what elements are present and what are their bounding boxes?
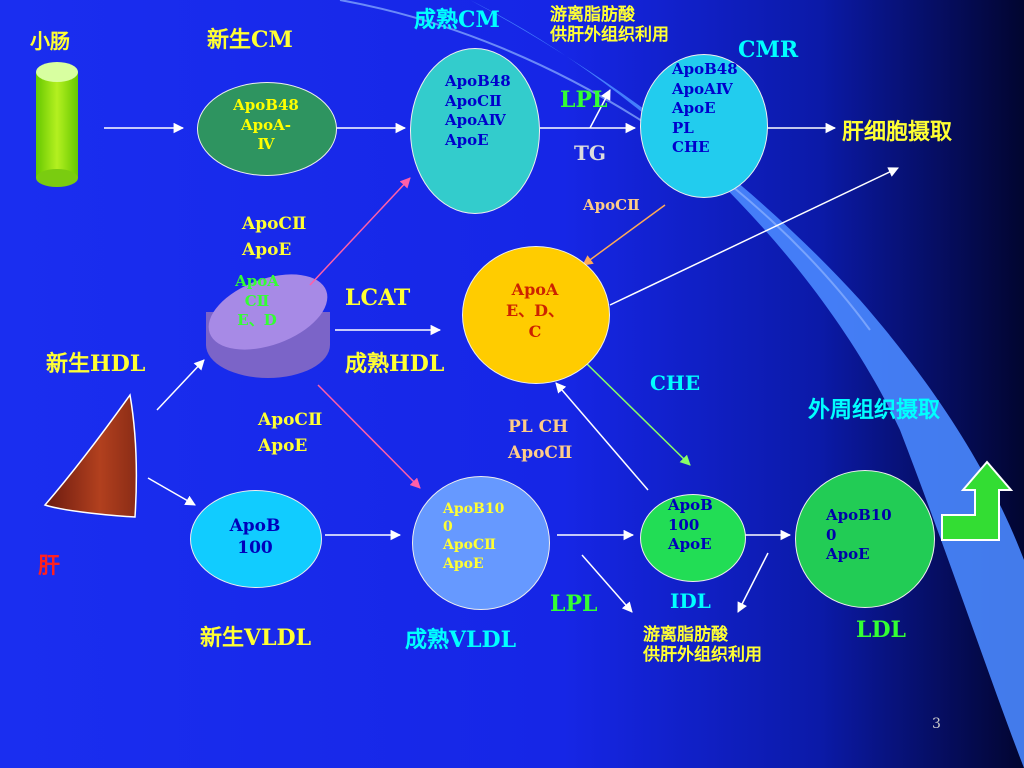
nascent-vldl-label: 新生VLDL	[200, 625, 312, 651]
nascent-vldl-node	[190, 490, 322, 588]
ffa-bottom-label: 游离脂肪酸 供肝外组织利用	[643, 625, 762, 665]
idl-node	[640, 494, 746, 582]
nascent-cm-label: 新生CM	[207, 27, 293, 53]
ffa-top-label: 游离脂肪酸 供肝外组织利用	[550, 5, 669, 45]
liver-label: 肝	[38, 553, 61, 579]
lpl-bottom-label: LPL	[550, 591, 598, 617]
nascent-cm-apolipoproteins: ApoB48 ApoA- Ⅳ	[233, 96, 299, 153]
ldl-label: LDL	[856, 617, 907, 643]
small-intestine-icon	[36, 62, 78, 187]
mature-vldl-apolipoproteins: ApoB10 0 ApoCⅡ ApoE	[443, 501, 505, 572]
mature-cm-apolipoproteins: ApoB48 ApoCⅡ ApoAⅣ ApoE	[445, 72, 511, 149]
ldl-apolipoproteins: ApoB10 0 ApoE	[826, 506, 892, 563]
cmr-label: CMR	[738, 37, 799, 63]
mature-cm-node	[410, 48, 540, 214]
apoc-apoe-lower-label: ApoCⅡ ApoE	[258, 410, 323, 456]
che-mid-label: CHE	[650, 371, 701, 395]
apoc-apoe-upper-label: ApoCⅡ ApoE	[242, 214, 307, 260]
nascent-cm-node	[197, 82, 337, 176]
hepatocyte-uptake-label: 肝细胞摄取	[842, 119, 953, 145]
idl-apolipoproteins: ApoB 100 ApoE	[668, 496, 713, 553]
page-number: 3	[932, 716, 941, 732]
idl-label: IDL	[670, 589, 711, 613]
mature-hdl-node	[462, 246, 610, 384]
nascent-vldl-apolipoproteins: ApoB 100	[229, 516, 281, 559]
cmr-apolipoproteins: ApoB48 ApoAⅣ ApoE PL CHE	[672, 60, 738, 156]
decorative-swoosh	[470, 0, 1024, 768]
pl-ch-apoc-label: PL CH ApoCⅡ	[508, 417, 573, 463]
mature-vldl-label: 成熟VLDL	[405, 627, 517, 653]
ldl-node	[795, 470, 935, 608]
mature-cm-label: 成熟CM	[414, 7, 500, 33]
peripheral-uptake-label: 外周组织摄取	[808, 397, 941, 423]
nascent-hdl-apolipoproteins: ApoA CⅡ E、D	[235, 272, 279, 329]
lcat-label: LCAT	[345, 285, 411, 311]
mature-hdl-apolipoproteins: ApoA E、D、 C	[505, 280, 565, 341]
lpl-top-label: LPL	[560, 87, 608, 113]
tg-label: TG	[574, 141, 606, 165]
cmr-node	[640, 54, 768, 198]
peripheral-uptake-arrow-icon	[941, 460, 1014, 541]
nascent-hdl-label: 新生HDL	[46, 351, 146, 377]
mature-hdl-label: 成熟HDL	[345, 351, 445, 377]
liver-icon	[43, 393, 138, 518]
small-intestine-label: 小肠	[30, 29, 70, 53]
nascent-hdl-disc-icon	[206, 274, 330, 378]
mature-vldl-node	[412, 476, 550, 610]
apoc-top-label: ApoCⅡ	[583, 196, 640, 214]
